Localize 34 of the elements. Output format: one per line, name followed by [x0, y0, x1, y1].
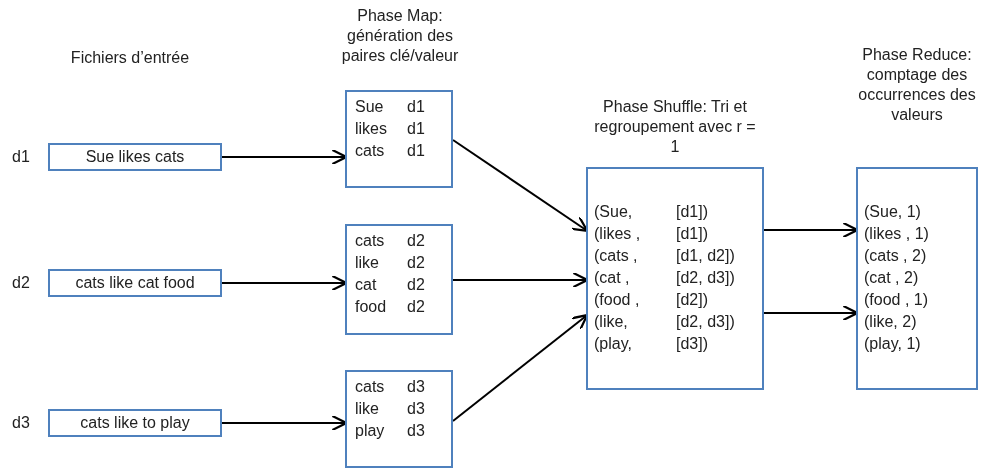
pair-text: (cats , 2)	[864, 246, 928, 266]
file-content-text: Sue likes cats	[85, 147, 185, 167]
pair-text: (like, 2)	[864, 312, 918, 332]
pair-text: (cat , 2)	[864, 268, 920, 288]
pair-text: (cat , [d2, d3])	[594, 268, 736, 288]
phase-heading: Phase Shuffle: Tri et regroupement avec r = 1	[594, 97, 756, 157]
file-content-text: cats like to play	[80, 413, 190, 433]
pair-text: (food , [d2])	[594, 290, 709, 310]
pair-text: like d2	[355, 253, 426, 273]
pair-text: (Sue, [d1])	[594, 202, 709, 222]
pair-text: (play, 1)	[864, 334, 922, 354]
pair-text: (Sue, 1)	[864, 202, 922, 222]
document-id: d3	[12, 413, 30, 433]
pair-text: (like, [d2, d3])	[594, 312, 736, 332]
pair-text: food d2	[355, 297, 426, 317]
file-content-text: cats like cat food	[75, 273, 195, 293]
pair-text: cat d2	[355, 275, 426, 295]
pair-text: cats d2	[355, 231, 426, 251]
pair-text: cats d1	[355, 141, 426, 161]
document-id: d1	[12, 147, 30, 167]
column-heading: Phase Map: génération des paires clé/valeur	[340, 6, 460, 66]
pair-text: Sue d1	[355, 97, 426, 117]
phase-heading: Phase Reduce: comptage des occurrences des valeurs	[857, 45, 977, 125]
pair-text: cats d3	[355, 377, 426, 397]
pair-text: (play, [d3])	[594, 334, 709, 354]
pair-text: like d3	[355, 399, 426, 419]
pair-text: likes d1	[355, 119, 426, 139]
pair-text: play d3	[355, 421, 426, 441]
column-heading: Fichiers d’entrée	[69, 48, 191, 68]
pair-text: (likes , [d1])	[594, 224, 709, 244]
document-id: d2	[12, 273, 30, 293]
pair-text: (likes , 1)	[864, 224, 930, 244]
pair-text: (food , 1)	[864, 290, 930, 310]
pair-text: (cats , [d1, d2])	[594, 246, 736, 266]
